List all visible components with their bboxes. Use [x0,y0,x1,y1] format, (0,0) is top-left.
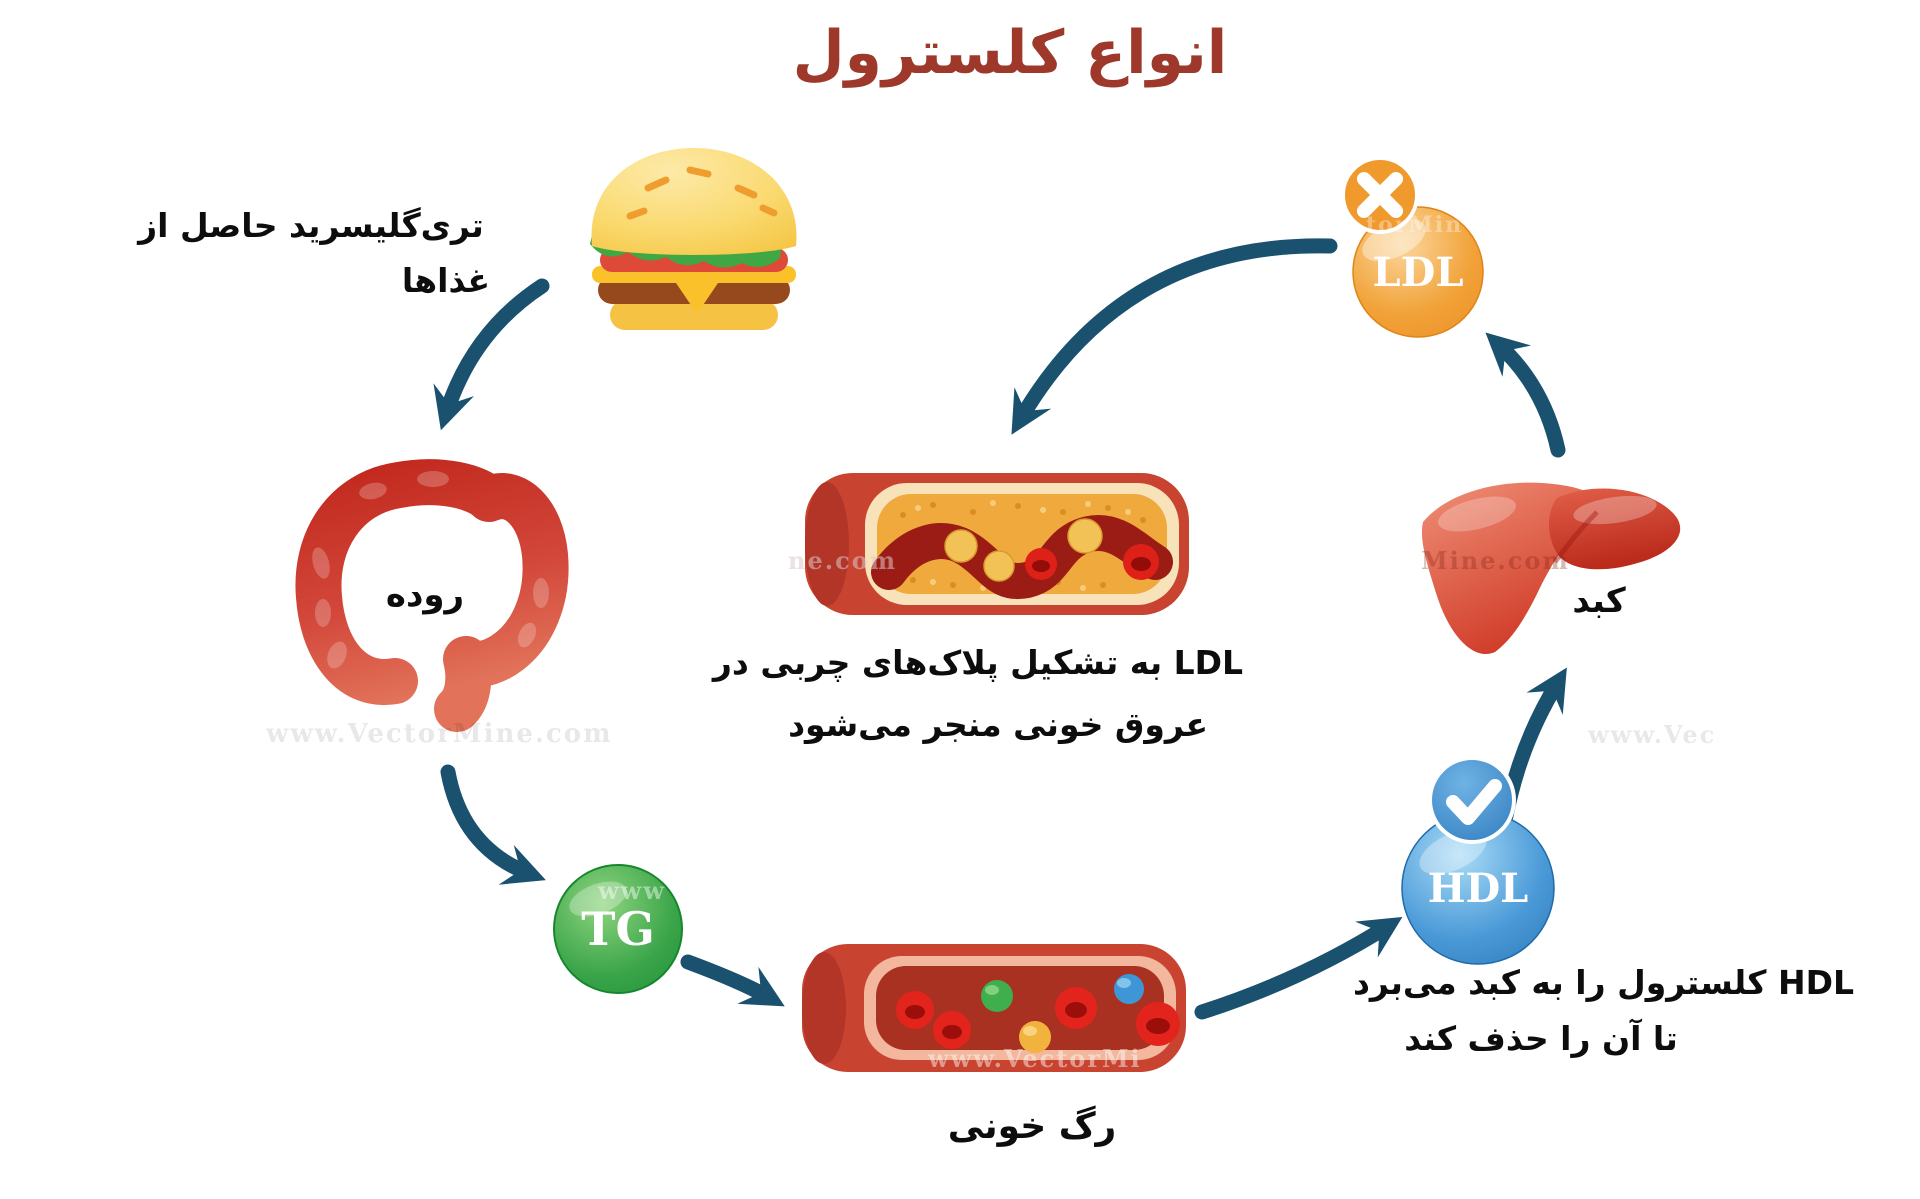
intestine-icon [295,459,569,732]
tg-badge-icon: TG [553,864,683,994]
hdl-label: HDL [1428,865,1529,912]
clogged-vessel-icon [805,473,1189,615]
hdl-badge-icon: HDL [1401,756,1555,965]
ldl-label: LDL [1373,249,1464,296]
check-icon [1428,756,1516,844]
blood-vessel-label: رگ خونی [947,1106,1117,1147]
arrow-food-to-intestine [433,278,550,431]
food-label-line1: تری‌گلیسرید حاصل از [138,206,484,245]
red-blood-cells [896,987,1180,1049]
arrow-intestine-to-tg [440,764,546,885]
hdl-description-line1: HDL کلسترول را به کبد می‌برد [1353,963,1854,1002]
tg-label: TG [581,902,655,956]
intestine-label: روده [385,575,465,615]
food-label-line2: غذاها [401,261,491,300]
red-blood-cells [1025,544,1159,580]
cross-icon [1341,156,1419,234]
liver-icon [1421,482,1681,655]
liver-label: کبد [1572,581,1626,621]
arrow-vessel-to-hdl [1194,916,1403,1020]
ldl-badge-icon: LDL [1341,156,1484,338]
plaque-balls [944,518,1103,582]
ldl-description-line1: LDL به تشکیل پلاک‌های چربی در [712,643,1244,682]
arrow-tg-to-vessel [680,954,785,1007]
blood-vessel-icon [802,944,1186,1072]
page-title: انواع کلسترول [792,18,1228,88]
lipoprotein-particles [981,974,1144,1053]
hamburger-icon [590,148,797,330]
hdl-description-line2: تا آن را حذف کند [1404,1019,1678,1058]
ldl-description-line2: عروق خونی منجر می‌شود [788,705,1208,744]
arrow-liver-to-ldl [1485,332,1566,458]
arrow-ldl-to-clogged-vessel [1011,238,1338,435]
